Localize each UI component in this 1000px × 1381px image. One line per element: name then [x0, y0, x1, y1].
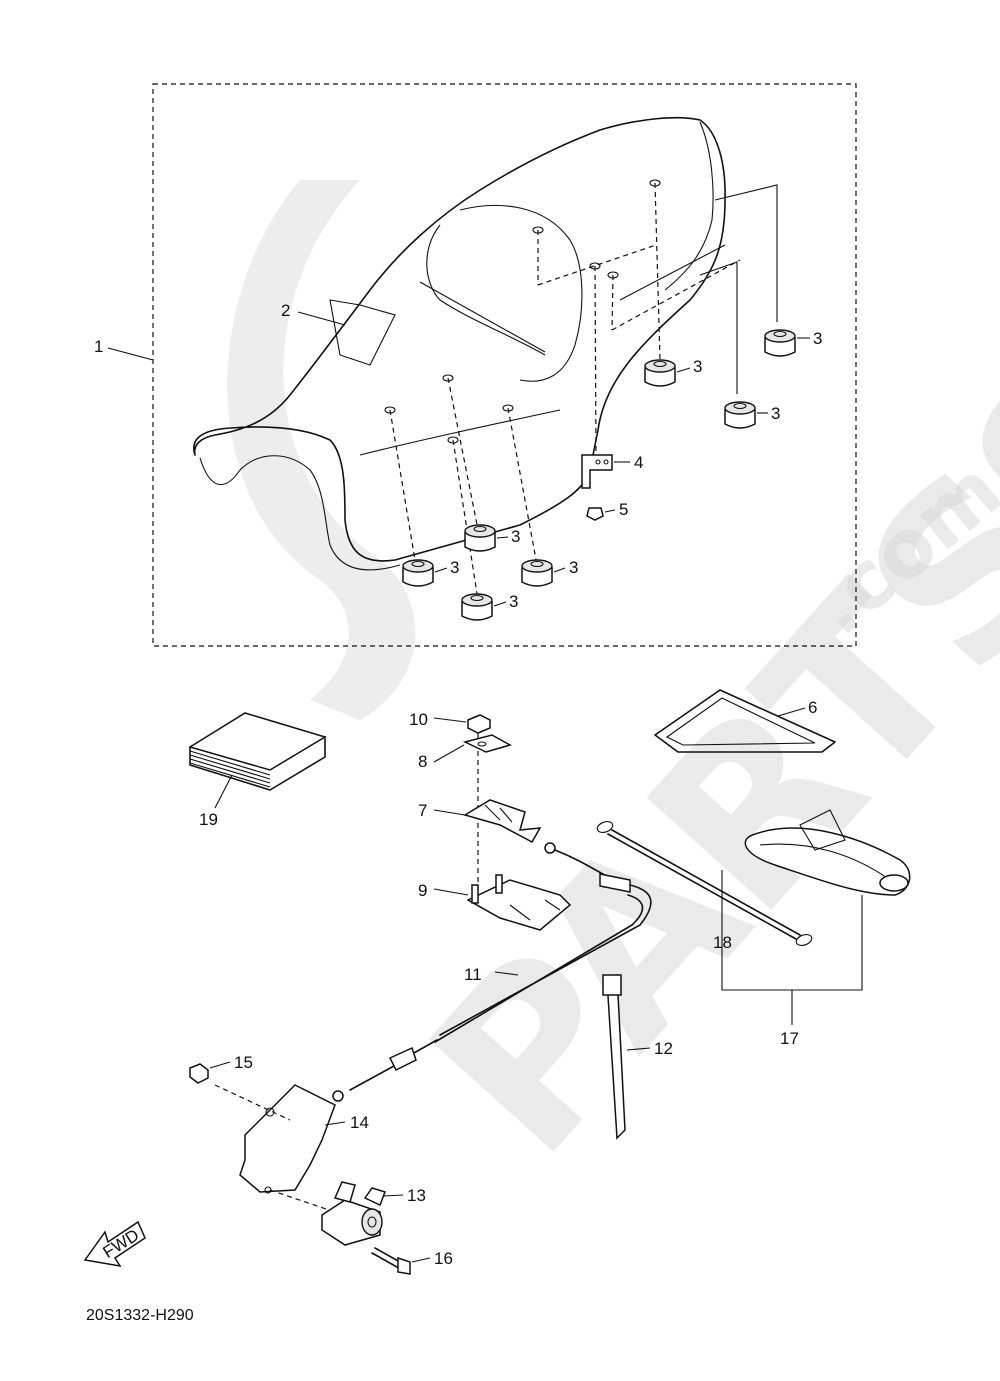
damper-4 [464, 524, 496, 552]
diagram-code: 20S1332-H290 [86, 1307, 194, 1324]
helmet-wire [596, 821, 813, 946]
seat-nut [586, 507, 604, 521]
seat-bracket [581, 454, 613, 489]
callout-labels: 1 2 3 3 3 3 3 3 3 4 5 6 7 8 9 10 11 12 1… [94, 301, 822, 1268]
nut-10 [467, 714, 491, 734]
callout-13: 13 [407, 1186, 426, 1205]
callout-6: 6 [808, 698, 817, 717]
screw-16 [371, 1247, 431, 1275]
seat-assembly [193, 116, 726, 571]
callout-4: 4 [634, 453, 643, 472]
callout-11: 11 [464, 965, 482, 984]
base-9 [466, 879, 572, 931]
damper-6 [521, 559, 553, 587]
damper-5 [402, 559, 434, 587]
callout-3: 3 [450, 558, 459, 577]
lock-bracket [214, 1084, 346, 1213]
callout-2: 2 [281, 301, 290, 320]
plate-8 [462, 734, 512, 753]
callout-16: 16 [434, 1249, 453, 1268]
tool-pouch [744, 809, 911, 896]
callout-7: 7 [418, 801, 427, 820]
hook-7 [463, 799, 542, 844]
callout-18: 18 [713, 933, 732, 952]
callout-15: 15 [234, 1053, 253, 1072]
callout-19: 19 [199, 810, 218, 829]
seat-dampers [402, 329, 796, 621]
damper-7 [461, 593, 493, 621]
mount-holes [384, 179, 661, 444]
leader-lines-top [107, 311, 810, 607]
callout-5: 5 [619, 500, 628, 519]
callout-9: 9 [418, 881, 427, 900]
seat-label-patch [329, 299, 396, 366]
forward-arrow: FWD [83, 1220, 146, 1268]
seat-kit-boundary [152, 83, 857, 647]
callout-3: 3 [771, 404, 780, 423]
callout-3: 3 [693, 357, 702, 376]
lock-cylinder [321, 1181, 404, 1246]
rubber-strap-ring [654, 689, 836, 753]
callout-1: 1 [94, 337, 103, 356]
callout-3: 3 [813, 329, 822, 348]
callout-3: 3 [569, 558, 578, 577]
damper-3 [724, 401, 756, 429]
callout-10: 10 [409, 710, 428, 729]
bolt-15 [189, 1061, 231, 1084]
callout-8: 8 [418, 752, 427, 771]
callout-14: 14 [350, 1113, 369, 1132]
callout-3: 3 [509, 592, 518, 611]
owners-manual [188, 712, 327, 809]
callout-3: 3 [511, 527, 520, 546]
seat-lock-cable [332, 842, 652, 1102]
callout-17: 17 [780, 1029, 799, 1048]
callout-12: 12 [654, 1039, 673, 1058]
damper-1 [764, 329, 796, 357]
watermark-text: PARTSS [382, 304, 1000, 1204]
mount-guide-lines [389, 182, 741, 601]
watermark-swoosh-logo [227, 180, 416, 720]
seat-lock-assembly [433, 714, 572, 931]
cable-tie [602, 973, 651, 1140]
damper-2 [644, 359, 676, 387]
